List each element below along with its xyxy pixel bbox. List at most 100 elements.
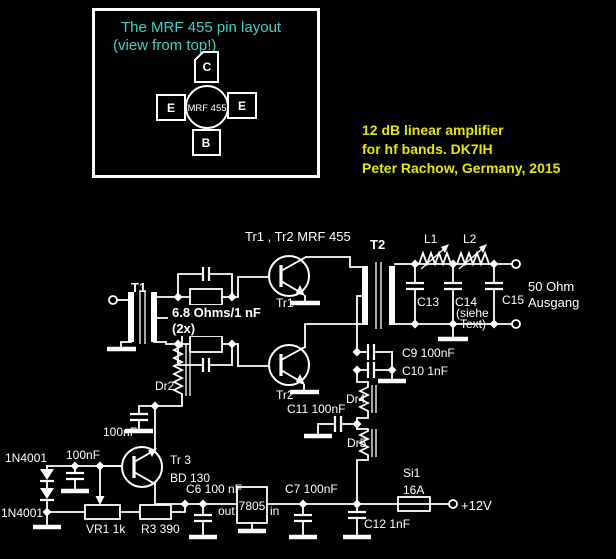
vr1-label: VR1 1k xyxy=(86,522,126,536)
inset-title-line2: (view from top!) xyxy=(113,37,217,54)
d2-label: 1N4001 xyxy=(1,506,43,520)
tr3-label-line2: BD 130 xyxy=(170,471,210,485)
l1-arrow xyxy=(441,244,449,253)
transformer-t2: T2 xyxy=(356,237,395,353)
pin-tab-collector xyxy=(194,51,219,83)
output-label-line2: Ausgang xyxy=(528,295,579,310)
c11-label: C11 100nF xyxy=(287,402,345,416)
c7-label: C7 100nF xyxy=(285,482,338,496)
pin-layout-inset: The MRF 455 pin layout (view from top!) … xyxy=(92,8,320,178)
mrf455-package-drawing: C E E B MRF 455 xyxy=(156,51,257,156)
c12-cap: C12 1nF xyxy=(343,503,410,540)
si1-label-line1: Si1 xyxy=(403,466,421,480)
reg-out-label: out xyxy=(218,504,235,518)
package-body xyxy=(185,85,229,129)
c100-dr2: 100nF xyxy=(103,405,156,439)
tr1-label: Tr1 xyxy=(276,296,294,310)
output-label-line1: 50 Ohm xyxy=(528,279,574,294)
c6-cap: C6 100 nF xyxy=(186,482,242,540)
pin-label-e-right: E xyxy=(238,99,246,113)
r3-label: R3 390 xyxy=(141,522,180,536)
choke-dr2: Dr2 xyxy=(154,344,191,407)
dr4-label: Dr4 xyxy=(346,392,366,406)
c6-label: C6 100 nF xyxy=(186,482,242,496)
si1-label-line2: 16A xyxy=(403,483,424,497)
l2-label: L2 xyxy=(463,232,477,246)
l2-arrow xyxy=(479,244,487,253)
c7-cap: C7 100nF xyxy=(285,482,338,540)
tr3-label-line1: Tr 3 xyxy=(170,453,191,467)
pin-tab-emitter-right xyxy=(227,92,257,119)
resistor-top xyxy=(189,288,223,306)
c15-label: C15 xyxy=(502,293,524,307)
inductor-l2 xyxy=(455,250,491,267)
c14-note2: Text) xyxy=(460,317,486,331)
t2-label: T2 xyxy=(370,237,385,252)
transistor-tr3: Tr 3 BD 130 xyxy=(99,405,210,505)
choke-dr4: Dr4 xyxy=(346,369,377,425)
rc-value-label: 6.8 Ohms/1 nF (2x) xyxy=(168,305,261,336)
dr2-label: Dr2 xyxy=(155,379,175,393)
input-terminal xyxy=(108,295,118,305)
cap-c13: C13 xyxy=(406,263,439,325)
supply-rail: Si1 16A +12V xyxy=(266,466,492,513)
resistor-r3 xyxy=(139,504,172,520)
v12-label: +12V xyxy=(461,498,492,513)
inductor-l1 xyxy=(417,250,453,267)
output-terminal-bottom xyxy=(511,319,521,329)
dr5-label: Dr5 xyxy=(347,436,367,450)
diode-d2 xyxy=(40,481,54,513)
emitter-arrow xyxy=(296,374,305,385)
pot-vr1 xyxy=(84,504,121,520)
cap-c14: C14 (siehe Text) xyxy=(444,263,489,331)
c12-label: C12 1nF xyxy=(364,517,410,531)
tr2-label: Tr2 xyxy=(276,388,294,402)
c14-note1: (siehe xyxy=(456,306,489,320)
inset-title-line1: The MRF 455 pin layout xyxy=(121,19,282,36)
t2-center-tap xyxy=(356,295,363,353)
c100-dr2-label: 100nF xyxy=(103,425,137,439)
title-line2: for hf bands. DK7IH xyxy=(362,141,493,157)
rc-value-line1: 6.8 Ohms/1 nF xyxy=(172,305,261,320)
c100-bias-label: 100nF xyxy=(66,448,100,462)
c11-bypass: C11 100nF xyxy=(287,402,358,439)
choke-dr5: Dr5 xyxy=(347,423,377,505)
pin-label-c: C xyxy=(203,60,212,74)
c14-label: C14 xyxy=(455,295,477,309)
diode-d1 xyxy=(40,465,54,483)
transistor-tr1: Tr1 xyxy=(268,255,363,310)
rc-network-top xyxy=(177,267,270,306)
transistor-tr2: Tr2 xyxy=(268,323,363,402)
rc-value-line2: (2x) xyxy=(172,321,195,336)
pin-label-b: B xyxy=(202,136,211,150)
supply-terminal xyxy=(448,499,458,509)
chip-label: MRF 455 xyxy=(187,103,226,114)
pin-tab-emitter-left xyxy=(156,94,186,121)
output-network: L1 L2 C13 C14 (siehe Text) xyxy=(394,232,579,342)
resistor-bottom xyxy=(189,335,223,353)
reg-label: 7805 xyxy=(239,499,266,513)
l1-label: L1 xyxy=(424,232,438,246)
pin-label-e-left: E xyxy=(167,101,175,115)
junction-dots xyxy=(42,259,499,517)
title-line3: Peter Rachow, Germany, 2015 xyxy=(362,160,561,176)
emitter-arrow xyxy=(296,285,305,296)
t1-label: T1 xyxy=(131,280,146,295)
pin-tab-base xyxy=(192,129,221,156)
title-block: 12 dB linear amplifier for hf bands. DK7… xyxy=(362,121,560,178)
c9-c10-bypass: C9 100nF C10 1nF xyxy=(356,344,455,384)
regulator-7805: 7805 out in xyxy=(184,486,279,534)
wiper-arrow xyxy=(95,496,105,505)
reg-in-label: in xyxy=(270,504,279,518)
d1-label: 1N4001 xyxy=(5,451,47,465)
cap-c15: C15 xyxy=(485,263,524,325)
c13-label: C13 xyxy=(417,295,439,309)
c10-label: C10 1nF xyxy=(402,364,448,378)
output-terminal-top xyxy=(511,259,521,269)
rc-network-bottom xyxy=(177,335,270,372)
tr-pair-label: Tr1 , Tr2 MRF 455 xyxy=(245,229,351,244)
c9-label: C9 100nF xyxy=(402,346,455,360)
emitter-arrow xyxy=(148,448,157,457)
